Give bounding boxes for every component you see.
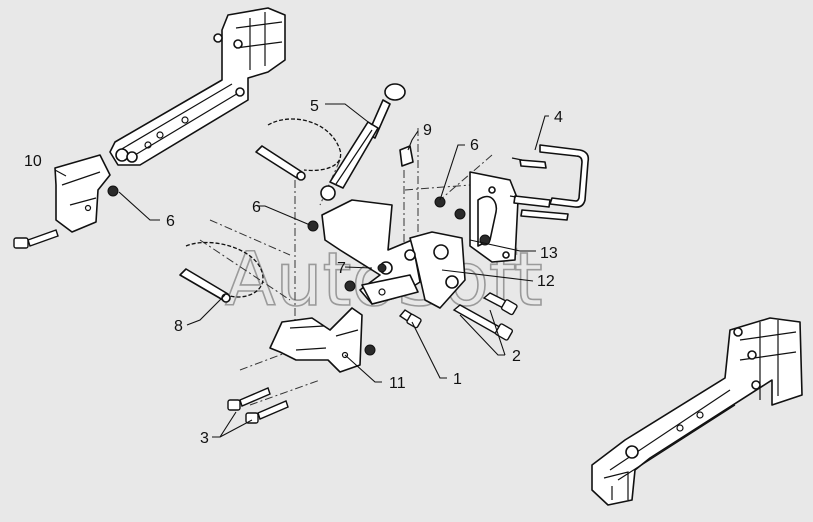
- callout-2: 2: [512, 348, 521, 365]
- upper-left-lift-arm: [109, 7, 286, 166]
- callout-labels: 1 2 3 4 5 6 6 7 8 9 10 11 12 13 6: [24, 98, 563, 447]
- lower-right-lift-arm: [591, 317, 803, 506]
- bolts-2: [452, 292, 518, 341]
- right-plate-and-u-bolts: [434, 144, 590, 263]
- bracket-11: [269, 307, 376, 373]
- callout-11: 11: [389, 375, 406, 392]
- pin-with-chain-8: [179, 241, 264, 303]
- callout-7: 7: [337, 260, 346, 277]
- callout-6-center: 6: [252, 199, 261, 216]
- bolts-3: [227, 387, 289, 424]
- leader-lines: [54, 103, 549, 438]
- pin-with-chain-upper: [255, 118, 342, 181]
- callout-6-left: 6: [166, 213, 175, 230]
- callout-13: 13: [540, 245, 558, 262]
- callout-1: 1: [453, 371, 462, 388]
- callout-8: 8: [174, 318, 183, 335]
- callout-3: 3: [200, 430, 209, 447]
- bracket-10: [13, 154, 119, 249]
- callout-10: 10: [24, 153, 42, 170]
- spacer-9: [399, 145, 414, 167]
- callout-4: 4: [554, 109, 563, 126]
- callout-9: 9: [423, 122, 432, 139]
- callout-12: 12: [537, 273, 555, 290]
- center-link-assembly: [307, 199, 466, 309]
- turnbuckle-5: [320, 83, 406, 201]
- bolt-10: [13, 229, 59, 249]
- bolt-1: [398, 309, 422, 329]
- callout-6-right: 6: [470, 137, 479, 154]
- callout-5: 5: [310, 98, 319, 115]
